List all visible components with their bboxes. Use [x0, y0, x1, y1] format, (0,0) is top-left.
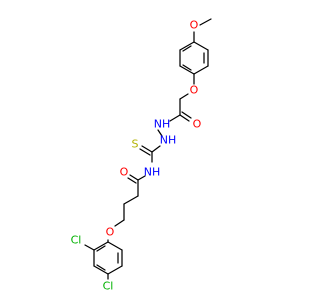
dichlorophenyl-ring	[93, 241, 123, 275]
bond-nh1-nh2	[157, 129, 163, 137]
bond-chain-ether-o	[114, 219, 125, 227]
bond-methoxy-o-ch3	[199, 18, 212, 26]
bond-carbonyl-o-mid-1	[129, 174, 139, 181]
atom-thioamide-nh: NH	[144, 166, 161, 179]
molecule-diagram: O O O NH NH S NH O O Cl Cl	[71, 18, 212, 293]
atom-ether-oxygen-bottom: O	[106, 226, 115, 239]
bond-thio-s-1	[141, 145, 153, 153]
bond-ring-cl-upper	[84, 244, 95, 251]
bond-nh-carbonyl	[137, 175, 146, 181]
bond-carbonyl-o-top-2	[181, 111, 192, 119]
bond-ether-o-ch2	[179, 93, 189, 100]
atom-chlorine-lower: Cl	[103, 280, 114, 293]
bond-chain-2	[123, 195, 139, 205]
atom-hydrazide-nh-2: NH	[160, 134, 177, 147]
atom-carbonyl-oxygen-top: O	[193, 118, 202, 131]
bond-carbonyl-nh1	[169, 114, 181, 122]
bond-carbonyl-o-mid-2	[127, 177, 137, 184]
atom-hydrazide-nh-1: NH	[154, 118, 171, 131]
atom-methoxy-oxygen: O	[190, 19, 199, 32]
bond-nh2-thiocarbonyl	[151, 145, 161, 153]
methoxyphenyl-ring	[179, 41, 209, 75]
bond-thio-s-2	[139, 148, 151, 156]
bond-carbonyl-o-top-1	[179, 114, 190, 122]
atom-thione-sulfur: S	[132, 138, 139, 151]
atom-carbonyl-oxygen-mid: O	[120, 166, 129, 179]
atom-ether-oxygen-top: O	[190, 84, 199, 97]
atom-chlorine-upper: Cl	[71, 234, 82, 247]
